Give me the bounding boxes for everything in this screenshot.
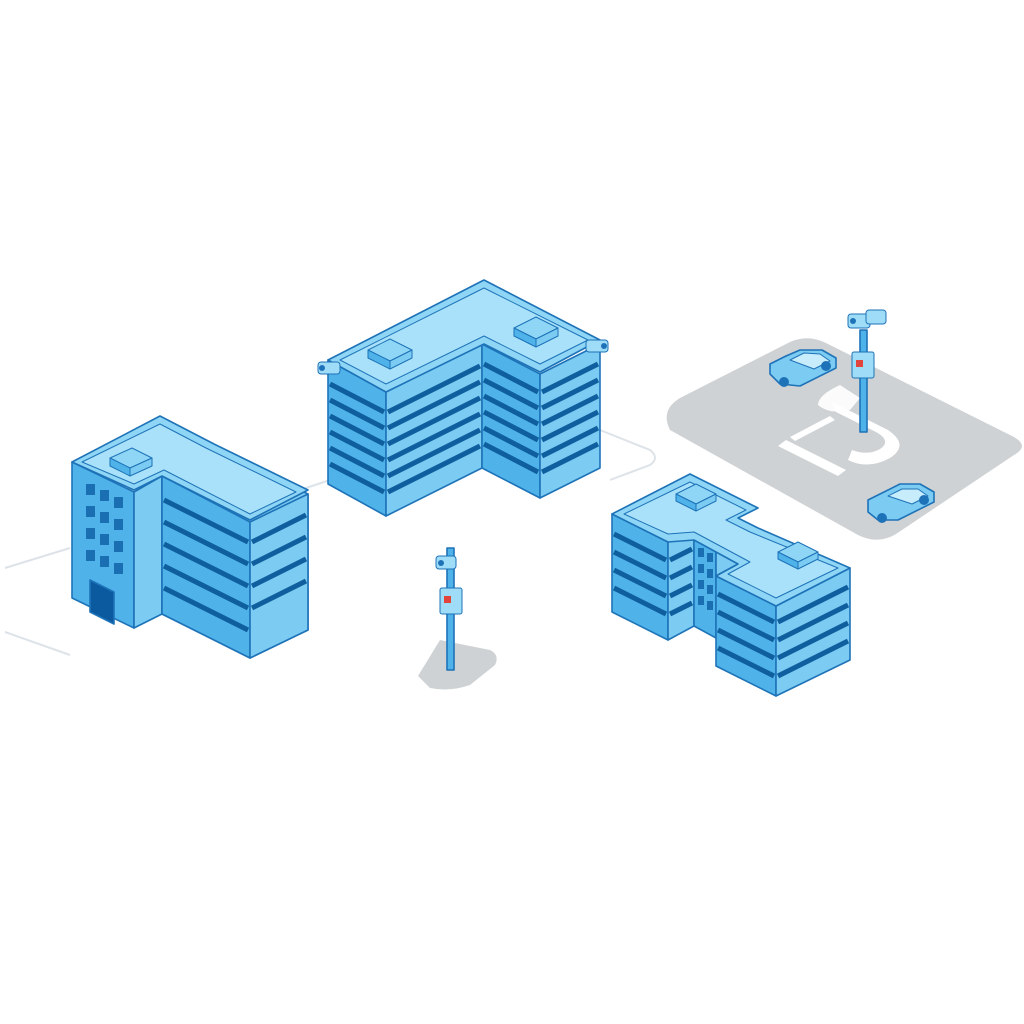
roof-unit (513, 316, 559, 348)
camera-pole-parking (818, 309, 887, 433)
roof-unit (367, 338, 413, 370)
cctv-camera-icon (317, 361, 341, 375)
floor-bands (162, 497, 308, 633)
parking-p-glyph (778, 402, 900, 476)
camera-pole-center (435, 547, 463, 671)
cctv-camera-icon (847, 309, 887, 329)
office-building-center (317, 279, 609, 517)
office-building-left (71, 415, 309, 659)
control-box-icon (851, 351, 875, 379)
floor-bands (328, 361, 600, 495)
control-box-icon (439, 587, 463, 615)
window-grid (698, 548, 713, 610)
window-grid (86, 484, 123, 574)
pole-center-shadow (418, 640, 497, 690)
roof-unit (675, 483, 717, 512)
office-building-right (611, 473, 851, 697)
floor-bands (612, 531, 850, 679)
roof-unit (777, 541, 819, 570)
entrance-door (89, 579, 115, 625)
parked-car-top (769, 349, 837, 387)
parked-car-bottom (867, 483, 935, 523)
parking-lot (666, 338, 1022, 540)
cctv-camera-icon (435, 555, 457, 570)
cctv-camera-icon (585, 339, 609, 353)
roof-unit (109, 447, 153, 477)
parking-lot-surface (666, 338, 1022, 540)
